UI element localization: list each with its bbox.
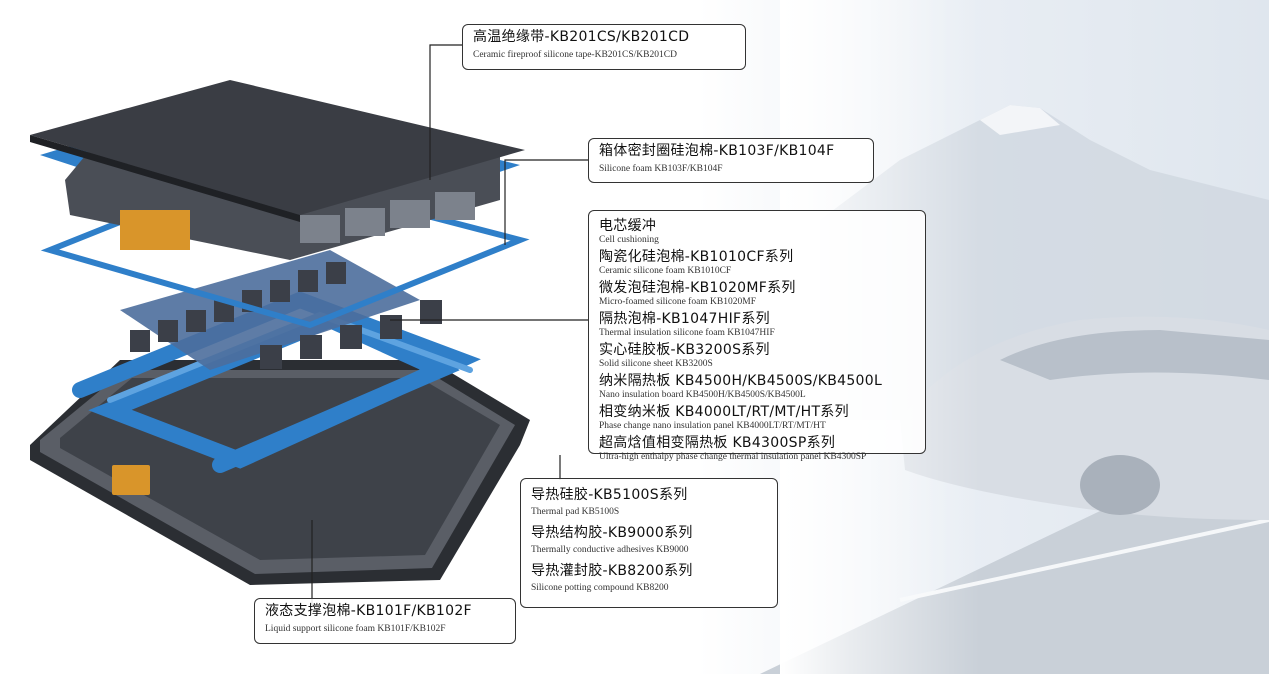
thermal-item-en: Silicone potting compound KB8200 <box>531 583 669 593</box>
tray-connector <box>112 465 150 495</box>
thermal-item-en: Thermally conductive adhesives KB9000 <box>531 545 689 555</box>
thermal-item-en: Thermal pad KB5100S <box>531 507 620 517</box>
cell-item-en: Ceramic silicone foam KB1010CF <box>599 266 732 276</box>
cell-item-en: Solid silicone sheet KB3200S <box>599 359 713 369</box>
label-zh: 箱体密封圈硅泡棉-KB103F/KB104F <box>599 143 835 159</box>
cell-item-en: Nano insulation board KB4500H/KB4500S/KB… <box>599 390 806 400</box>
top-cover <box>30 80 525 260</box>
cell-item-zh: 隔热泡棉-KB1047HIF系列 <box>599 311 770 327</box>
cell-modules <box>120 250 442 370</box>
label-en: Ceramic fireproof silicone tape-KB201CS/… <box>473 50 677 60</box>
leader-lines <box>311 44 588 605</box>
cell-item-zh: 超高焓值相变隔热板 KB4300SP系列 <box>599 435 836 451</box>
thermal-item-zh: 导热硅胶-KB5100S系列 <box>531 487 688 503</box>
label-en: Liquid support silicone foam KB101F/KB10… <box>265 624 446 634</box>
label-thermal-materials: 导热硅胶-KB5100S系列 Thermal pad KB5100S 导热结构胶… <box>520 478 778 608</box>
label-en: Silicone foam KB103F/KB104F <box>599 164 723 174</box>
label-zh: 液态支撑泡棉-KB101F/KB102F <box>265 603 472 619</box>
label-seal-foam: 箱体密封圈硅泡棉-KB103F/KB104F Silicone foam KB1… <box>588 138 874 183</box>
cell-title-zh: 电芯缓冲 <box>599 218 657 234</box>
cell-title-en: Cell cushioning <box>599 235 659 245</box>
cell-item-zh: 纳米隔热板 KB4500H/KB4500S/KB4500L <box>599 373 883 389</box>
thermal-item-zh: 导热结构胶-KB9000系列 <box>531 525 693 541</box>
cell-item-en: Phase change nano insulation panel KB400… <box>599 421 826 431</box>
battery-tray <box>30 360 530 585</box>
label-liquid-support-foam: 液态支撑泡棉-KB101F/KB102F Liquid support sili… <box>254 598 516 644</box>
thermal-item-zh: 导热灌封胶-KB8200系列 <box>531 563 693 579</box>
cell-item-zh: 相变纳米板 KB4000LT/RT/MT/HT系列 <box>599 404 849 420</box>
label-zh: 高温绝缘带-KB201CS/KB201CD <box>473 29 690 45</box>
cell-item-en: Micro-foamed silicone foam KB1020MF <box>599 297 756 307</box>
cell-item-en: Thermal insulation silicone foam KB1047H… <box>599 328 775 338</box>
cell-item-zh: 微发泡硅泡棉-KB1020MF系列 <box>599 280 796 296</box>
cell-item-en: Ultra-high enthalpy phase change thermal… <box>599 452 867 462</box>
label-cell-cushioning: 电芯缓冲 Cell cushioning 陶瓷化硅泡棉-KB1010CF系列 C… <box>588 210 926 462</box>
label-insulation-tape: 高温绝缘带-KB201CS/KB201CD Ceramic fireproof … <box>462 24 746 70</box>
cell-item-zh: 实心硅胶板-KB3200S系列 <box>599 342 770 358</box>
cell-item-zh: 陶瓷化硅泡棉-KB1010CF系列 <box>599 249 794 265</box>
